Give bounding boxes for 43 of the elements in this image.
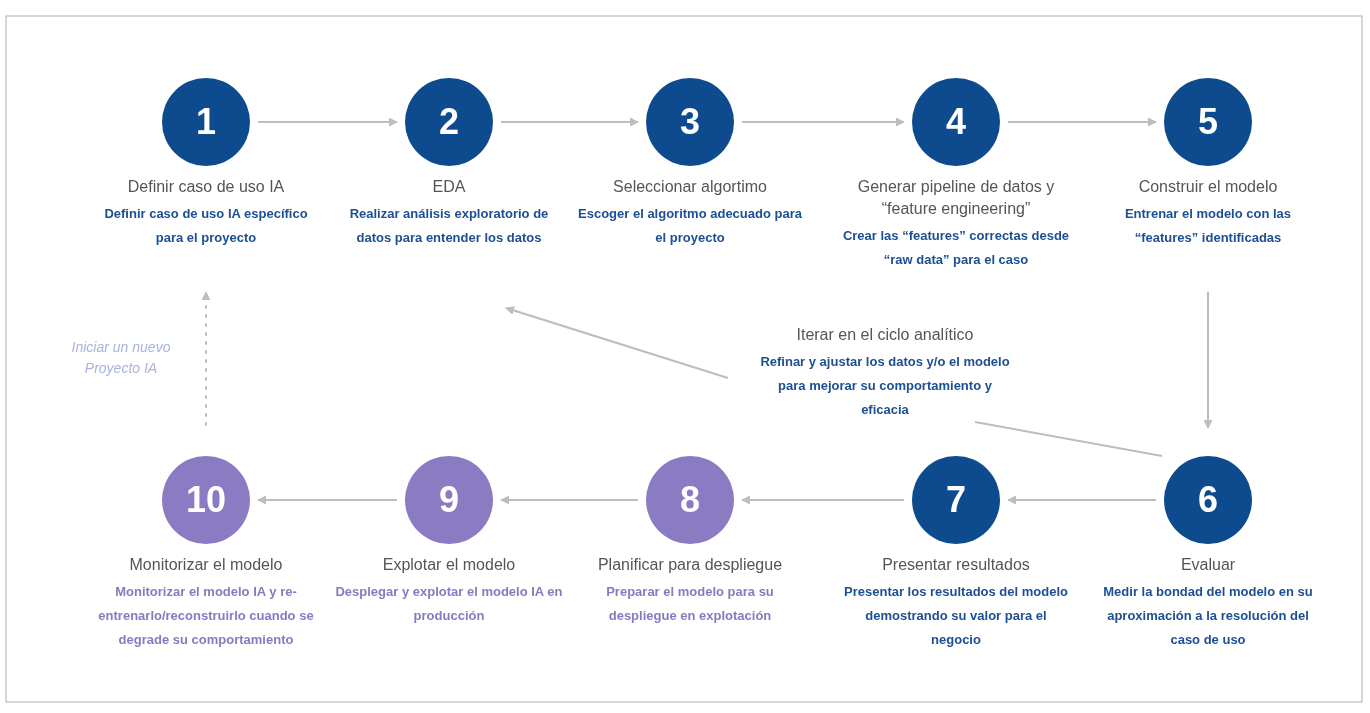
step-description: Presentar los resultados del modelo demostrando su valor para el negocio: [843, 583, 1069, 649]
step-title: Planificar para despliegue: [596, 555, 784, 575]
step-circle: 5: [1164, 78, 1252, 166]
arrow: [741, 495, 905, 505]
step-title: Construir el modelo: [1137, 177, 1279, 197]
step-circle: 2: [405, 78, 493, 166]
step-description: Preparar el modelo para su despliegue en explotación: [605, 583, 775, 625]
step-circle: 1: [162, 78, 250, 166]
step-description: Definir caso de uso IA específico para el proyecto: [103, 205, 309, 247]
step-circle: 3: [646, 78, 734, 166]
step-circle: 4: [912, 78, 1000, 166]
step-title: Presentar resultados: [881, 555, 1031, 575]
step-description: Medir la bondad del modelo en su aproximación a la resolución del caso de uso: [1102, 583, 1314, 649]
arrow: [1007, 117, 1157, 127]
step-circle: 8: [646, 456, 734, 544]
step-title: Generar pipeline de datos y “feature engineering”: [856, 177, 1056, 219]
arrow: [1203, 291, 1213, 429]
step-description: Entrenar el modelo con las “features” identificadas: [1123, 205, 1293, 247]
arrow: [1007, 495, 1157, 505]
arrow: [505, 306, 729, 379]
step-circle: 7: [912, 456, 1000, 544]
step-description: Crear las “features” correctas desde “raw data” para el caso: [841, 227, 1071, 269]
step-description: Realizar análisis exploratorio de datos para entender los datos: [348, 205, 550, 247]
loop-title: Iterar en el ciclo analítico: [795, 325, 975, 345]
step-description: Monitorizar el modelo IA y re-entrenarlo/reconstruirlo cuando se degrade su comportamiento: [97, 583, 315, 649]
step-description: Escoger el algoritmo adecuado para el proyecto: [577, 205, 803, 247]
arrow: [500, 117, 639, 127]
arrow: [500, 495, 639, 505]
arrow: [257, 117, 398, 127]
step-circle: 10: [162, 456, 250, 544]
step-title: Definir caso de uso IA: [126, 177, 286, 197]
step-description: Desplegar y explotar el modelo IA en producción: [334, 583, 564, 625]
step-title: Monitorizar el modelo: [128, 555, 284, 575]
arrow: [257, 495, 398, 505]
step-circle: 6: [1164, 456, 1252, 544]
dotted-arrow: [201, 291, 211, 426]
step-title: Seleccionar algortimo: [612, 177, 768, 197]
step-title: Explotar el modelo: [381, 555, 517, 575]
step-circle: 9: [405, 456, 493, 544]
arrow: [741, 117, 905, 127]
loop-description: Refinar y ajustar los datos y/o el modelo para mejorar su comportamiento y eficacia: [760, 353, 1010, 419]
step-title: EDA: [431, 177, 467, 197]
step-title: Evaluar: [1179, 555, 1237, 575]
